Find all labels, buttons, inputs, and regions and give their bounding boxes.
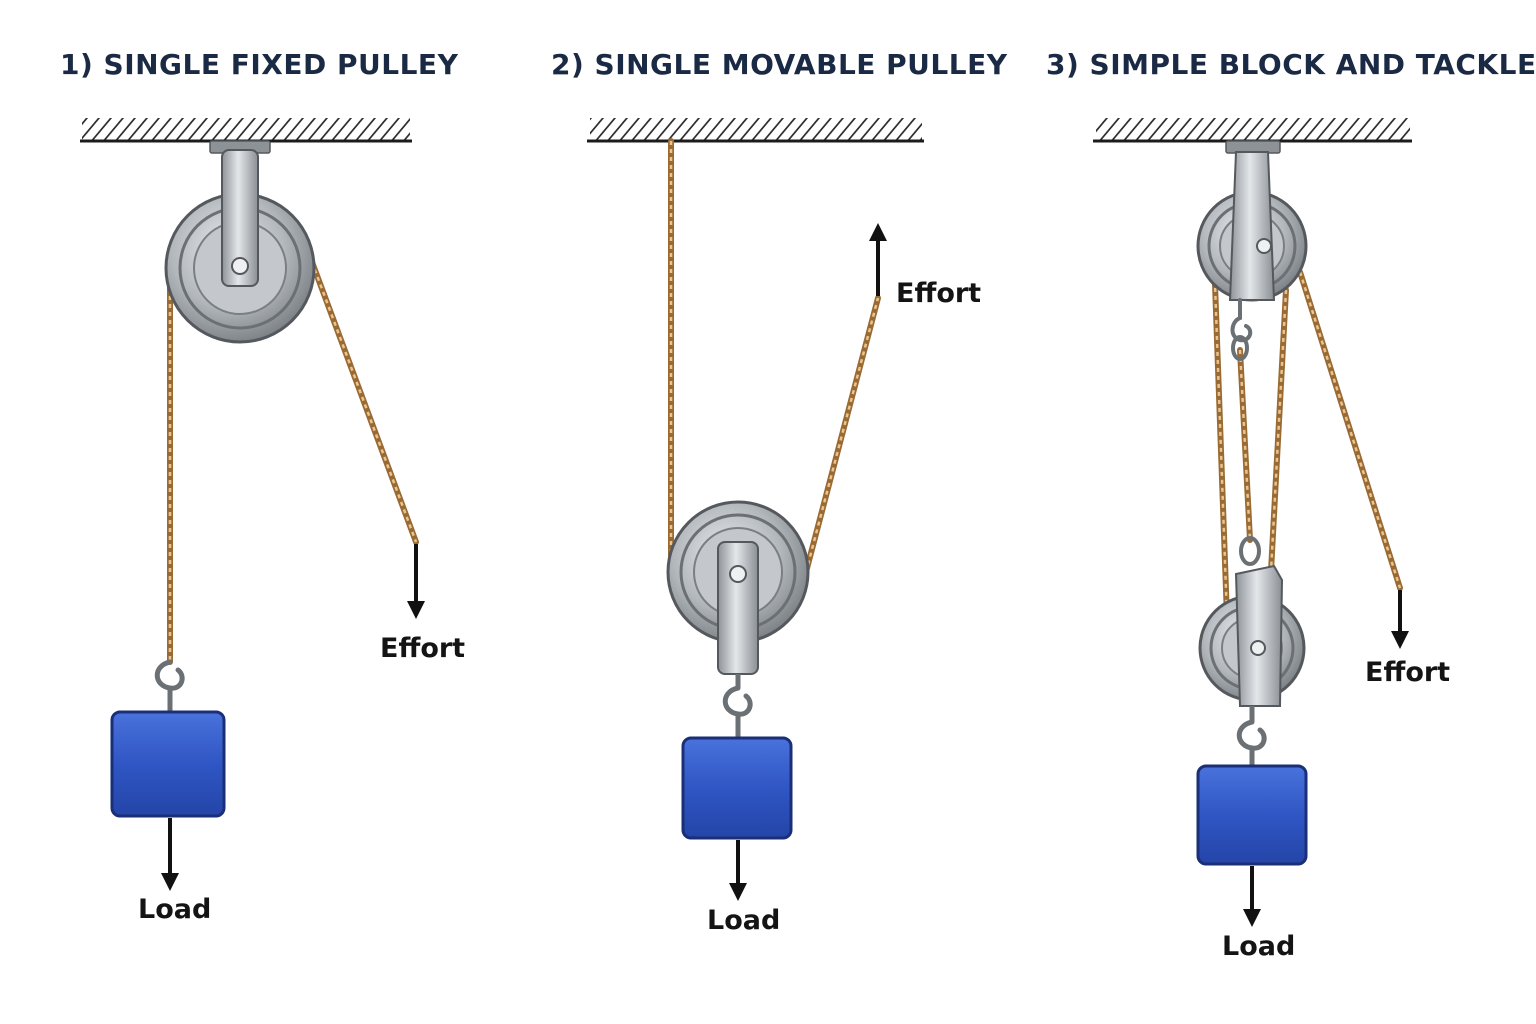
hook: [1236, 706, 1267, 766]
rope: [1211, 253, 1403, 621]
hook: [154, 659, 185, 712]
load-block: [1196, 764, 1308, 866]
load-label: Load: [1222, 931, 1295, 962]
panel-title: 2) SINGLE MOVABLE PULLEY: [551, 48, 1008, 81]
lower-movable-block: [1198, 536, 1306, 707]
rope: [668, 138, 881, 575]
effort-label: Effort: [896, 278, 981, 309]
load-label: Load: [707, 905, 780, 936]
panel-title: 3) SIMPLE BLOCK AND TACKLE: [1046, 48, 1536, 81]
panel-single-fixed-pulley: 1) SINGLE FIXED PULLEY Effort Lo: [60, 48, 465, 925]
panel-title: 1) SINGLE FIXED PULLEY: [60, 48, 459, 81]
rope: [167, 259, 419, 665]
load-block: [110, 710, 226, 818]
ceiling: [80, 118, 412, 143]
load-label: Load: [138, 894, 211, 925]
movable-pulley: [666, 500, 810, 675]
effort-label: Effort: [1365, 657, 1450, 688]
load-block: [681, 736, 793, 840]
ceiling: [587, 118, 924, 143]
fixed-pulley: [164, 140, 316, 344]
panel-single-movable-pulley: 2) SINGLE MOVABLE PULLEY Effort: [551, 48, 1008, 936]
upper-fixed-block: [1196, 140, 1308, 361]
effort-label: Effort: [380, 633, 465, 664]
hook: [722, 674, 753, 738]
panel-block-and-tackle: 3) SIMPLE BLOCK AND TACKLE: [1046, 48, 1536, 962]
ceiling: [1093, 118, 1412, 143]
